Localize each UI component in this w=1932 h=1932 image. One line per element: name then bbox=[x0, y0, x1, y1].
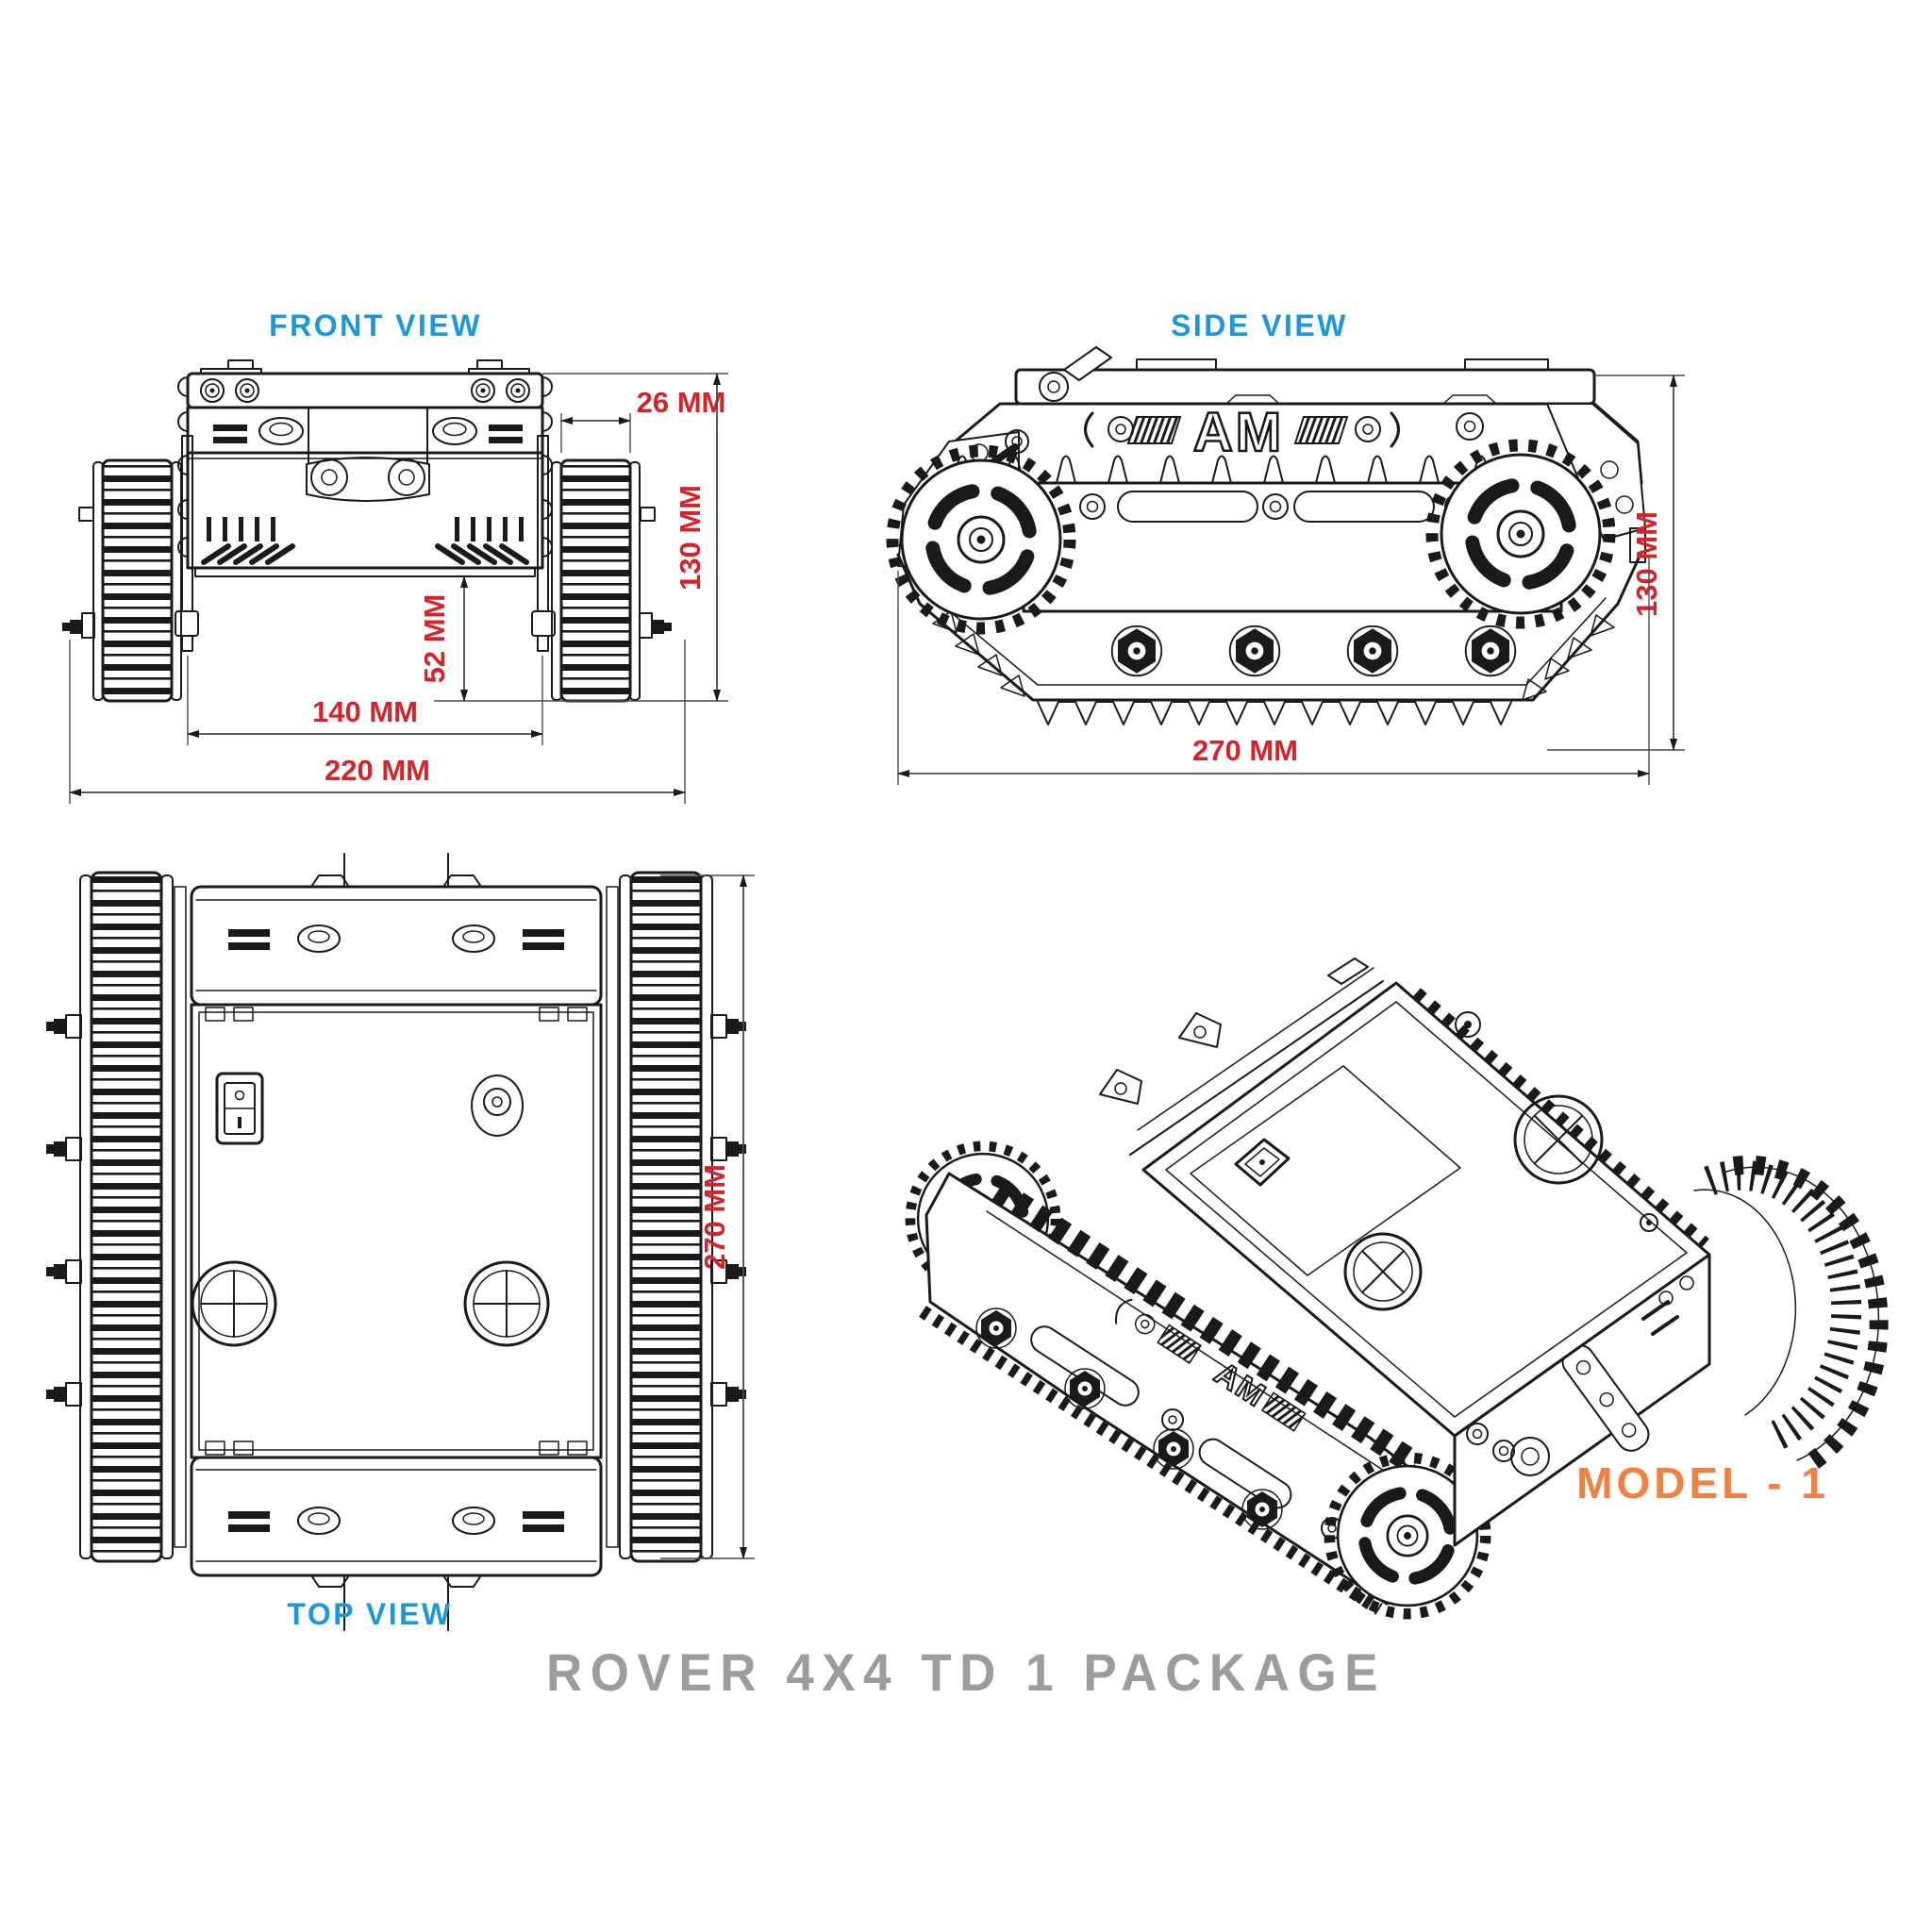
front-mount-plates bbox=[175, 435, 556, 652]
antenna-mount bbox=[1063, 346, 1112, 381]
front-right-track bbox=[551, 458, 672, 703]
iso-right-track bbox=[1693, 1155, 1889, 1474]
track-ridge-teeth bbox=[991, 1180, 1423, 1474]
iso-power-switch bbox=[1234, 1138, 1291, 1187]
svg-text:140 MM: 140 MM bbox=[312, 695, 418, 728]
front-upper-band bbox=[186, 406, 544, 455]
top-front-bumper bbox=[190, 885, 603, 1007]
iso-screw-cap-2 bbox=[1343, 1232, 1423, 1311]
dim-top-overall-length: 270 MM bbox=[660, 874, 755, 1559]
dim-front-clearance: 52 MM bbox=[418, 575, 468, 702]
iso-rear-rail bbox=[1099, 958, 1384, 1156]
dim-front-overall-height: 130 MM bbox=[434, 373, 728, 702]
top-view: TOP VIEW 270 MM bbox=[46, 853, 755, 1631]
front-view: FRONT VIEW bbox=[62, 308, 728, 804]
sheet-title: ROVER 4X4 TD 1 PACKAGE bbox=[546, 1642, 1386, 1702]
front-left-track bbox=[62, 458, 182, 703]
am-logo: AM bbox=[1193, 402, 1284, 463]
top-view-label: TOP VIEW bbox=[287, 1597, 452, 1631]
power-switch bbox=[215, 1072, 264, 1145]
top-left-track bbox=[46, 871, 187, 1563]
vent-slashes-left bbox=[201, 517, 295, 565]
dim-side-overall-height: 130 MM bbox=[1547, 375, 1685, 751]
vent-slashes-right bbox=[435, 517, 529, 565]
rail-bolts bbox=[200, 378, 530, 403]
dim-front-inner-width: 140 MM bbox=[187, 656, 543, 745]
dc-jack bbox=[471, 1074, 525, 1137]
front-view-label: FRONT VIEW bbox=[269, 308, 482, 342]
side-view-label: SIDE VIEW bbox=[1171, 308, 1348, 342]
top-rear-bumper bbox=[190, 1456, 603, 1577]
svg-text:220 MM: 220 MM bbox=[325, 754, 430, 787]
iso-screw-cap-1 bbox=[1513, 1094, 1604, 1185]
side-decor-cutouts: AM bbox=[1005, 401, 1484, 464]
svg-text:130 MM: 130 MM bbox=[674, 485, 707, 591]
screw-cap-right bbox=[463, 1260, 550, 1347]
dim-front-track-width: 26 MM bbox=[560, 386, 726, 453]
dim-front-overall-width: 220 MM bbox=[69, 640, 686, 804]
svg-text:270 MM: 270 MM bbox=[1192, 734, 1298, 767]
screw-cap-left bbox=[191, 1260, 277, 1347]
isometric-view: AM bbox=[910, 958, 1889, 1615]
iso-right-face bbox=[1453, 1253, 1711, 1547]
svg-text:270 MM: 270 MM bbox=[698, 1164, 731, 1270]
iso-left-track: AM bbox=[919, 1172, 1474, 1615]
model-label: MODEL - 1 bbox=[1576, 1458, 1829, 1507]
front-lower-body bbox=[186, 451, 544, 577]
dim-side-overall-length: 270 MM bbox=[897, 557, 1650, 785]
iso-top-deck bbox=[1141, 981, 1711, 1438]
svg-text:130 MM: 130 MM bbox=[1630, 511, 1663, 617]
front-top-rail bbox=[186, 372, 544, 409]
side-view: SIDE VIEW bbox=[892, 308, 1685, 785]
svg-text:26 MM: 26 MM bbox=[637, 386, 726, 419]
svg-text:52 MM: 52 MM bbox=[418, 594, 451, 684]
top-deck bbox=[190, 1003, 603, 1459]
side-top-rail bbox=[1014, 346, 1596, 406]
left-axle-bolts bbox=[46, 1014, 82, 1407]
